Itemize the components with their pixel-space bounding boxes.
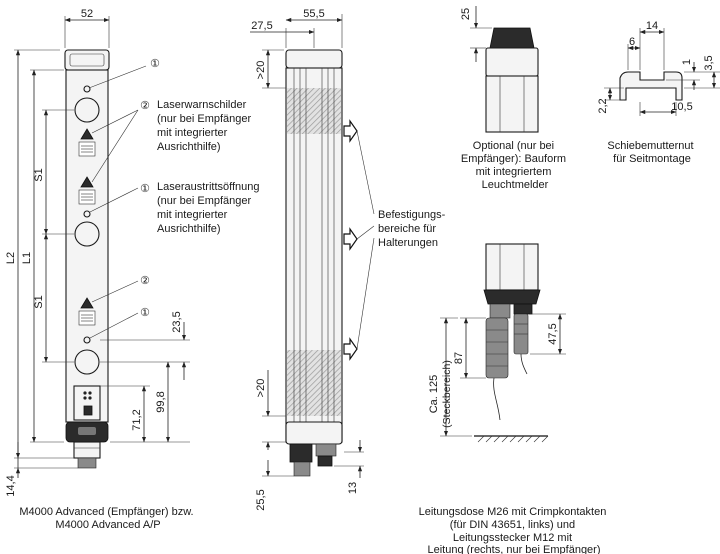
dim-L2: L2 — [5, 252, 17, 264]
dim-13: 13 — [347, 482, 359, 494]
callout-1-top: ① — [150, 58, 160, 70]
front-optic-1 — [74, 97, 100, 123]
mounting-zone-2 — [287, 350, 341, 416]
connector-caption: Leitungsdose M26 mit Crimpkontakten (für… — [419, 506, 610, 554]
callout-2-top: ② — [140, 100, 150, 112]
laser-warning-label-3 — [78, 297, 96, 326]
side-view: 27,5 55,5 >20 >20 25,5 13 Befestigungs- — [250, 8, 448, 511]
front-optic-3 — [74, 349, 100, 375]
callout-1-bottom: ① — [140, 307, 150, 319]
front-view: 52 L2 L1 S1 S1 23,5 99,8 71,2 14,4 — [5, 8, 263, 531]
dim-27-5: 27,5 — [251, 20, 272, 32]
dim-14: 14 — [646, 20, 658, 32]
dim-2-2: 2,2 — [597, 98, 609, 113]
dim-3-5: 3,5 — [703, 55, 715, 70]
dim-S1-lower: S1 — [33, 295, 45, 308]
nut-profile-view: 14 6 1 3,5 2,2 10,5 Schiebemutternut für… — [597, 20, 720, 165]
dim-1: 1 — [681, 59, 693, 65]
optional-indicator-view: 25 Optional (nur bei Empfänger): Bauform… — [460, 6, 569, 191]
indicator-dome — [489, 27, 535, 49]
laser-aperture-1 — [83, 85, 91, 93]
callout-1-mid: ① — [140, 183, 150, 195]
dim-55-5: 55,5 — [303, 8, 324, 20]
mounting-zone-1 — [287, 88, 341, 134]
dim-gt20-top: >20 — [255, 61, 267, 80]
mounting-arrow-3 — [343, 337, 358, 361]
side-top-cap — [285, 49, 343, 69]
front-top-cap — [64, 49, 110, 71]
dim-25-5: 25,5 — [255, 489, 267, 510]
dim-S1-upper: S1 — [33, 168, 45, 181]
dim-99-8: 99,8 — [155, 391, 167, 412]
laser-warning-label-2 — [78, 176, 96, 205]
nut-caption: Schiebemutternut für Seitmontage — [607, 140, 696, 165]
front-optic-2 — [74, 221, 100, 247]
main-caption: M4000 Advanced (Empfänger) bzw. M4000 Ad… — [19, 506, 196, 531]
laser-aperture-3 — [83, 336, 91, 344]
dim-10-5: 10,5 — [671, 101, 692, 113]
dim-23-5: 23,5 — [171, 311, 183, 332]
nut-profile — [619, 71, 683, 101]
m26-socket — [485, 317, 509, 379]
connector-housing — [485, 243, 539, 291]
callout-2-bottom: ② — [140, 275, 150, 287]
dim-ca125: Ca. 125 — [428, 375, 440, 414]
dim-L1: L1 — [21, 252, 33, 264]
mounting-arrow-2 — [343, 227, 358, 251]
laser-warning-label-1 — [78, 128, 96, 157]
dim-47-5: 47,5 — [547, 323, 559, 344]
mounting-arrow-1 — [343, 119, 358, 143]
side-bottom-cap — [285, 421, 343, 445]
dim-71-2: 71,2 — [131, 409, 143, 430]
dim-6: 6 — [629, 36, 635, 48]
dim-25: 25 — [460, 8, 472, 20]
laser-exit-text: Laseraustrittsöffnung (nur bei Empfänger… — [157, 181, 263, 235]
front-connector — [73, 441, 101, 459]
ground-hatch — [477, 435, 549, 443]
dim-14-4: 14,4 — [5, 475, 17, 496]
laser-aperture-2 — [83, 210, 91, 218]
dim-gt20-bottom: >20 — [255, 379, 267, 398]
dim-width-52: 52 — [81, 8, 93, 20]
dim-steckbereich: (Steckbereich) — [441, 360, 453, 428]
laser-warning-text: Laserwarnschilder (nur bei Empfänger mit… — [157, 99, 254, 153]
optional-caption: Optional (nur bei Empfänger): Bauform mi… — [461, 140, 569, 191]
connector-view: 87 Ca. 125 (Steckbereich) 47,5 Leitungsd… — [419, 243, 610, 554]
mounting-text: Befestigungs- bereiche für Halterungen — [378, 209, 448, 249]
dim-87: 87 — [453, 352, 465, 364]
